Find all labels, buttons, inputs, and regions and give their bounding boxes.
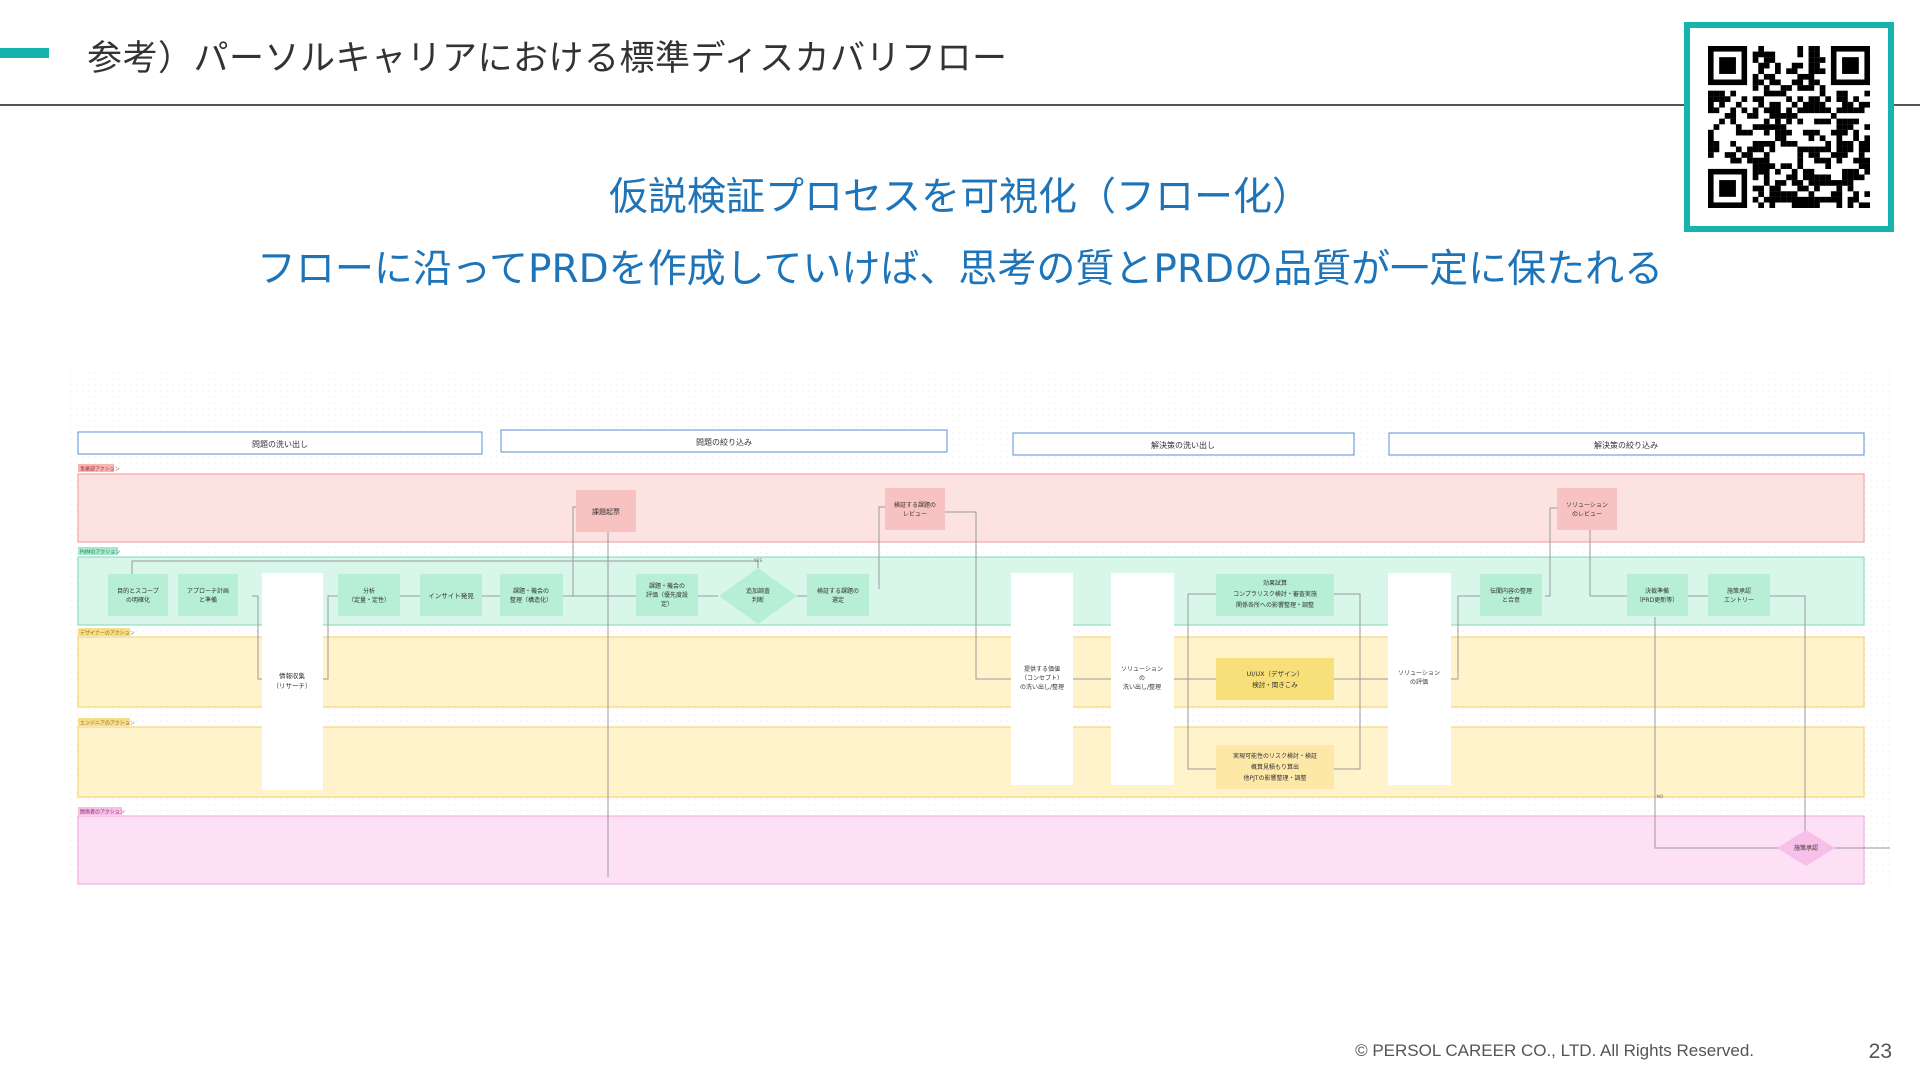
svg-text:（リサーチ）: （リサーチ） [273, 682, 312, 690]
node-review-issue: 検証する課題の レビュー [885, 488, 945, 530]
node-select-issue: 検証する課題の 選定 [807, 574, 869, 616]
slide-title: 参考）パーソルキャリアにおける標準ディスカバリフロー [87, 39, 1008, 79]
phase-header-1: 問題の洗い出し [77, 431, 483, 455]
lane-engineer: エンジニアのアクション [77, 718, 1865, 798]
svg-text:整理（構造化）: 整理（構造化） [510, 596, 552, 604]
svg-text:アプローチ計画: アプローチ計画 [187, 587, 229, 595]
svg-text:のレビュー: のレビュー [1572, 510, 1602, 518]
svg-text:課題・機会の: 課題・機会の [649, 582, 685, 590]
svg-text:情報収集: 情報収集 [279, 671, 306, 680]
lane-label-designer: デザイナーのアクション [80, 630, 135, 637]
phase-header-4: 解決策の絞り込み [1388, 432, 1865, 456]
node-insight: インサイト発見 [420, 574, 482, 616]
svg-text:選定: 選定 [832, 596, 844, 604]
svg-text:の: の [1139, 675, 1145, 682]
phase-header-2: 問題の絞り込み [500, 429, 948, 453]
node-uiux: UI/UX（デザイン） 検討・聞きこみ [1216, 658, 1334, 700]
svg-text:と合意: と合意 [1502, 596, 1520, 604]
svg-text:伝聞内容の整理: 伝聞内容の整理 [1490, 587, 1532, 595]
lane-label-pdm: PdMのアクション [80, 550, 120, 556]
svg-text:施策承認: 施策承認 [1727, 587, 1751, 595]
svg-text:洗い出し/整理: 洗い出し/整理 [1123, 683, 1161, 691]
headline-line-2: フローに沿ってPRDを作成していけば、思考の質とPRDの品質が一定に保たれる [256, 247, 1664, 292]
node-insight-label: インサイト発見 [428, 591, 474, 600]
svg-text:レビュー: レビュー [903, 510, 927, 518]
svg-text:決裁準備: 決裁準備 [1645, 587, 1669, 595]
node-uiux-line1: UI/UX（デザイン） [1246, 669, 1303, 678]
node-feasibility-line3: 他PJTの影響整理・調整 [1243, 774, 1306, 782]
node-feasibility-line1: 実現可能性のリスク検討・検証 [1233, 752, 1317, 760]
node-evaluate: 課題・機会の 評価（優先度設 定） [636, 574, 698, 616]
node-effect-line2: コンプラリスク検討・審査実施 [1233, 590, 1317, 598]
node-issue-meeting: 課題起票 [576, 490, 636, 532]
node-solution-review: ソリューション のレビュー [1557, 488, 1617, 530]
page-number: 23 [1868, 1040, 1892, 1063]
svg-text:課題・機会の: 課題・機会の [513, 587, 549, 595]
edge-label-yes: YES [753, 558, 763, 564]
svg-text:追加調査: 追加調査 [746, 587, 770, 595]
qr-code-icon [1708, 46, 1870, 208]
phase-label-1: 問題の洗い出し [252, 439, 308, 449]
svg-text:判断: 判断 [752, 596, 764, 604]
node-solution-list: ソリューション の 洗い出し/整理 [1111, 573, 1174, 785]
lane-label-engineer: エンジニアのアクション [80, 721, 135, 727]
svg-text:の洗い出し/整理: の洗い出し/整理 [1020, 683, 1064, 691]
node-approval-content: 伝聞内容の整理 と合意 [1480, 574, 1542, 616]
svg-text:目的とスコープ: 目的とスコープ [117, 587, 159, 595]
node-uiux-line2: 検討・聞きこみ [1252, 680, 1298, 689]
node-approval: 施策承認 [1777, 830, 1835, 866]
node-analysis: 分析 （定量・定性） [338, 574, 400, 616]
phase-header-3: 解決策の洗い出し [1012, 432, 1355, 456]
discovery-flow-diagram: 問題の洗い出し 問題の絞り込み 解決策の洗い出し 解決策の絞り込み 事業部アクシ… [70, 372, 1890, 888]
svg-text:検証する課題の: 検証する課題の [817, 587, 859, 595]
svg-text:と準備: と準備 [199, 596, 217, 604]
svg-text:評価（優先度設: 評価（優先度設 [646, 591, 688, 599]
lane-stakeholder: 関係者のアクション [77, 807, 1865, 885]
header-divider [0, 104, 1920, 106]
svg-text:（定量・定性）: （定量・定性） [348, 596, 390, 604]
lane-designer: デザイナーのアクション [77, 628, 1865, 708]
svg-text:ソリューション: ソリューション [1398, 670, 1440, 677]
node-approval-label: 施策承認 [1794, 844, 1818, 852]
node-organize: 課題・機会の 整理（構造化） [500, 574, 563, 616]
qr-code-frame[interactable] [1684, 22, 1894, 232]
svg-text:分析: 分析 [363, 587, 375, 595]
node-solution-eval: ソリューション の評価 [1388, 573, 1451, 785]
svg-text:検証する課題の: 検証する課題の [894, 501, 936, 509]
node-approach-plan: アプローチ計画 と準備 [178, 574, 238, 616]
node-issue-meeting-label: 課題起票 [592, 507, 620, 516]
svg-text:定）: 定） [661, 600, 673, 608]
lane-label-business: 事業部アクション [80, 466, 120, 473]
node-decision: 追加調査 判断 [719, 568, 797, 624]
title-accent-bar [0, 48, 49, 58]
svg-text:ソリューション: ソリューション [1121, 666, 1163, 673]
copyright-notice: © PERSOL CAREER CO., LTD. All Rights Res… [1355, 1041, 1754, 1060]
svg-text:の評価: の評価 [1410, 678, 1428, 686]
phase-label-3: 解決策の洗い出し [1151, 440, 1215, 450]
phase-label-4: 解決策の絞り込み [1594, 440, 1658, 450]
node-effect: 効果試算 コンプラリスク検討・審査実施 関係各所への影響整理・調整 [1216, 574, 1334, 616]
svg-text:ソリューション: ソリューション [1566, 502, 1608, 509]
node-decision-doc: 決裁準備 （PRD更新等） [1627, 574, 1688, 616]
lane-label-stakeholder: 関係者のアクション [80, 809, 125, 816]
node-info-gathering: 情報収集 （リサーチ） [262, 573, 323, 790]
node-feasibility: 実現可能性のリスク検討・検証 概算見積もり算出 他PJTの影響整理・調整 [1216, 745, 1334, 789]
edge-label-no: NO [1657, 794, 1664, 800]
node-purpose-scope: 目的とスコープ の明確化 [108, 574, 168, 616]
node-effect-line1: 効果試算 [1263, 579, 1287, 587]
svg-text:（コンセプト）: （コンセプト） [1021, 675, 1063, 682]
svg-text:提供する価値: 提供する価値 [1024, 665, 1060, 673]
svg-text:エントリー: エントリー [1724, 597, 1754, 604]
node-concept: 提供する価値 （コンセプト） の洗い出し/整理 [1011, 573, 1073, 785]
node-dev-entry: 施策承認 エントリー [1708, 574, 1770, 616]
phase-label-2: 問題の絞り込み [696, 437, 752, 447]
svg-text:（PRD更新等）: （PRD更新等） [1636, 596, 1678, 604]
svg-text:の明確化: の明確化 [126, 596, 150, 604]
node-feasibility-line2: 概算見積もり算出 [1251, 763, 1299, 771]
node-effect-line3: 関係各所への影響整理・調整 [1236, 601, 1314, 609]
headline-line-1: 仮説検証プロセスを可視化（フロー化） [608, 175, 1311, 220]
